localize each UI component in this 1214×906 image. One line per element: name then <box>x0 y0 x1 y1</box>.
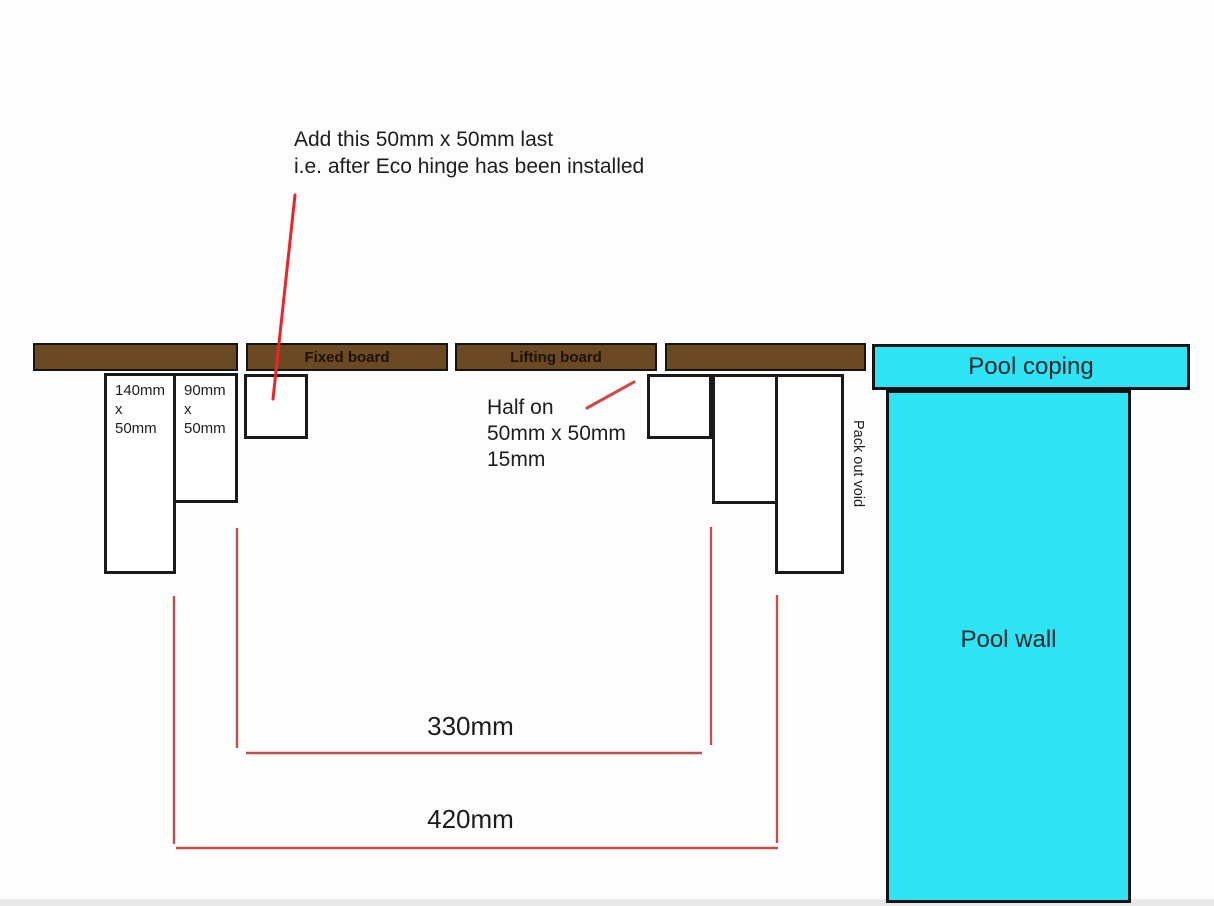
timber-140x50-label: 140mm x 50mm <box>107 376 173 438</box>
timber-90x50-line3: 50mm <box>184 420 226 437</box>
right-140x50-block <box>775 374 844 574</box>
half-on-line1: Half on <box>487 396 554 419</box>
deck-board-left <box>33 343 238 371</box>
deck-board-right <box>665 343 866 371</box>
annotation-line-1: Add this 50mm x 50mm last <box>294 128 554 151</box>
timber-140x50-block: 140mm x 50mm <box>104 373 176 574</box>
add-last-50x50-block <box>244 374 308 439</box>
right-90x50-block <box>712 374 778 504</box>
pool-wall-label: Pool wall <box>960 626 1057 653</box>
timber-90x50-line1: 90mm <box>184 382 226 399</box>
half-on-line3: 15mm <box>487 448 546 471</box>
half-on-line2: 50mm x 50mm <box>487 422 626 445</box>
pool-wall: Pool wall <box>886 390 1131 903</box>
pool-coping: Pool coping <box>872 344 1190 390</box>
annotation-line-2: i.e. after Eco hinge has been installed <box>294 155 645 178</box>
timber-140x50-line1: 140mm <box>115 382 166 399</box>
fixed-board-label: Fixed board <box>304 348 390 366</box>
timber-90x50-line2: x <box>184 401 192 418</box>
pool-coping-label: Pool coping <box>968 353 1094 380</box>
pack-out-void-label: Pack out void <box>850 420 866 508</box>
dimension-330mm-label: 330mm <box>427 711 514 741</box>
timber-90x50-block: 90mm x 50mm <box>173 373 238 503</box>
lifting-board: Lifting board <box>455 343 657 371</box>
lifting-board-label: Lifting board <box>510 348 602 366</box>
dimension-420mm-label: 420mm <box>427 804 514 834</box>
annotation-add-last: Add this 50mm x 50mm last i.e. after Eco… <box>294 126 644 180</box>
half-on-note: Half on 50mm x 50mm 15mm <box>487 395 626 473</box>
timber-140x50-line3: 50mm <box>115 420 157 437</box>
fixed-board: Fixed board <box>246 343 448 371</box>
timber-140x50-line2: x <box>115 401 123 418</box>
bottom-edge-strip <box>0 899 1214 906</box>
timber-90x50-label: 90mm x 50mm <box>176 376 235 438</box>
half-on-50x50-block <box>647 374 712 439</box>
